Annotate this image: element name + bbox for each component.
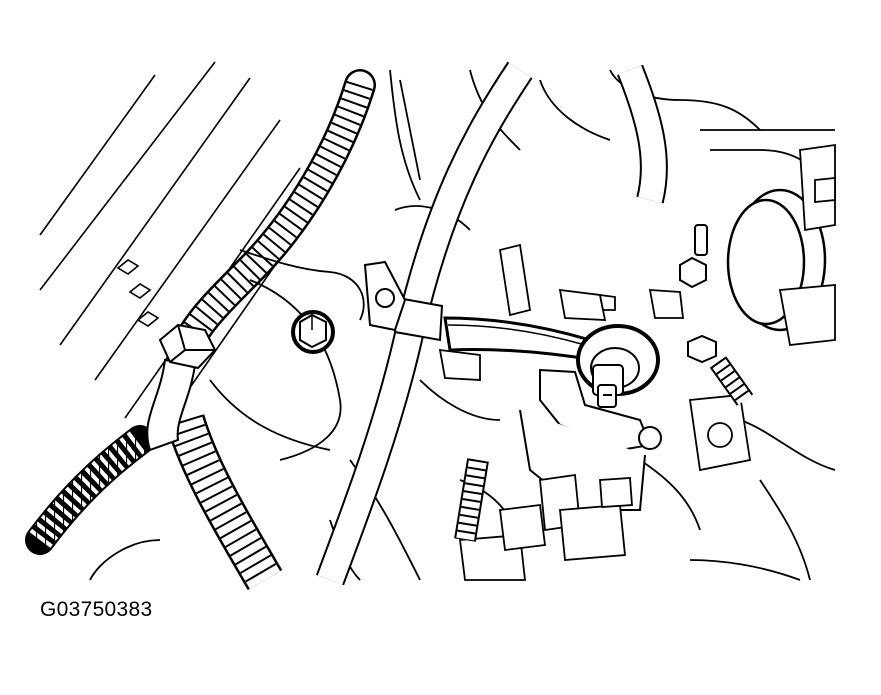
pipe-elbow bbox=[146, 358, 197, 452]
corrugated-tube-right bbox=[709, 356, 754, 406]
round-cap-right bbox=[726, 188, 827, 332]
bolt-large-circled bbox=[291, 310, 335, 354]
bracket-left bbox=[363, 260, 407, 332]
hatch-clips bbox=[116, 259, 160, 327]
torque-link-rod bbox=[443, 316, 598, 362]
corrugated-tube-small bbox=[454, 458, 489, 542]
vertical-pipe-right bbox=[617, 64, 668, 204]
hex-nut-fitting bbox=[158, 323, 217, 370]
corrugated-harness-left bbox=[25, 425, 155, 555]
bolts-right bbox=[679, 224, 717, 364]
rod-end-bolt bbox=[592, 364, 624, 408]
connectors-center bbox=[438, 243, 685, 381]
engine-block-outlines bbox=[89, 69, 836, 581]
connectors-lower bbox=[458, 473, 633, 581]
corrugated-harness-lower bbox=[165, 414, 283, 591]
figure-code: G03750383 bbox=[40, 598, 153, 621]
right-side-components bbox=[688, 143, 836, 472]
corrugated-harness-main bbox=[174, 69, 376, 356]
